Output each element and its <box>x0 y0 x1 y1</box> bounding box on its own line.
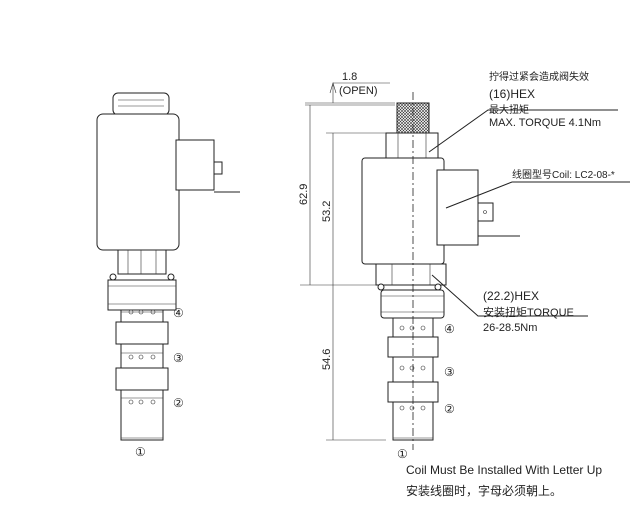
top-hex-torque: MAX. TORQUE 4.1Nm <box>489 117 601 129</box>
bottom-hex-torque: 26-28.5Nm <box>483 322 537 334</box>
port-2-label-front: ② <box>173 396 184 410</box>
top-hex-warning: 拧得过紧会造成阀失效 <box>489 70 589 83</box>
front-view-valve <box>96 92 240 441</box>
bottom-hex-size: (22.2)HEX <box>483 289 539 303</box>
note-cn: 安装线圈时，字母必须朝上。 <box>406 483 562 498</box>
port-4-label-side: ④ <box>444 322 455 336</box>
port-3-label-side: ③ <box>444 365 455 379</box>
port-4-label-front: ④ <box>173 306 184 320</box>
top-hex-torque-cn: 最大扭矩 <box>489 103 529 116</box>
port-1-label-side: ① <box>397 447 408 461</box>
dim-open-label: (OPEN) <box>339 85 378 97</box>
side-view-valve <box>361 92 520 450</box>
bottom-hex-torque-label: 安装扭矩TORQUE <box>483 305 574 319</box>
top-hex-size: (16)HEX <box>489 87 535 101</box>
port-1-label-front: ① <box>135 445 146 459</box>
dim-coil-height: 53.2 <box>321 201 333 222</box>
dimension-lines <box>300 81 630 441</box>
note-en: Coil Must Be Installed With Letter Up <box>406 463 602 477</box>
dim-overall-height: 62.9 <box>298 184 310 205</box>
dim-open-stroke: 1.8 <box>342 71 357 83</box>
port-2-label-side: ② <box>444 402 455 416</box>
coil-model: 线圈型号Coil: LC2-08-* <box>512 168 615 181</box>
dim-cartridge-length: 54.6 <box>321 349 333 370</box>
port-3-label-front: ③ <box>173 351 184 365</box>
